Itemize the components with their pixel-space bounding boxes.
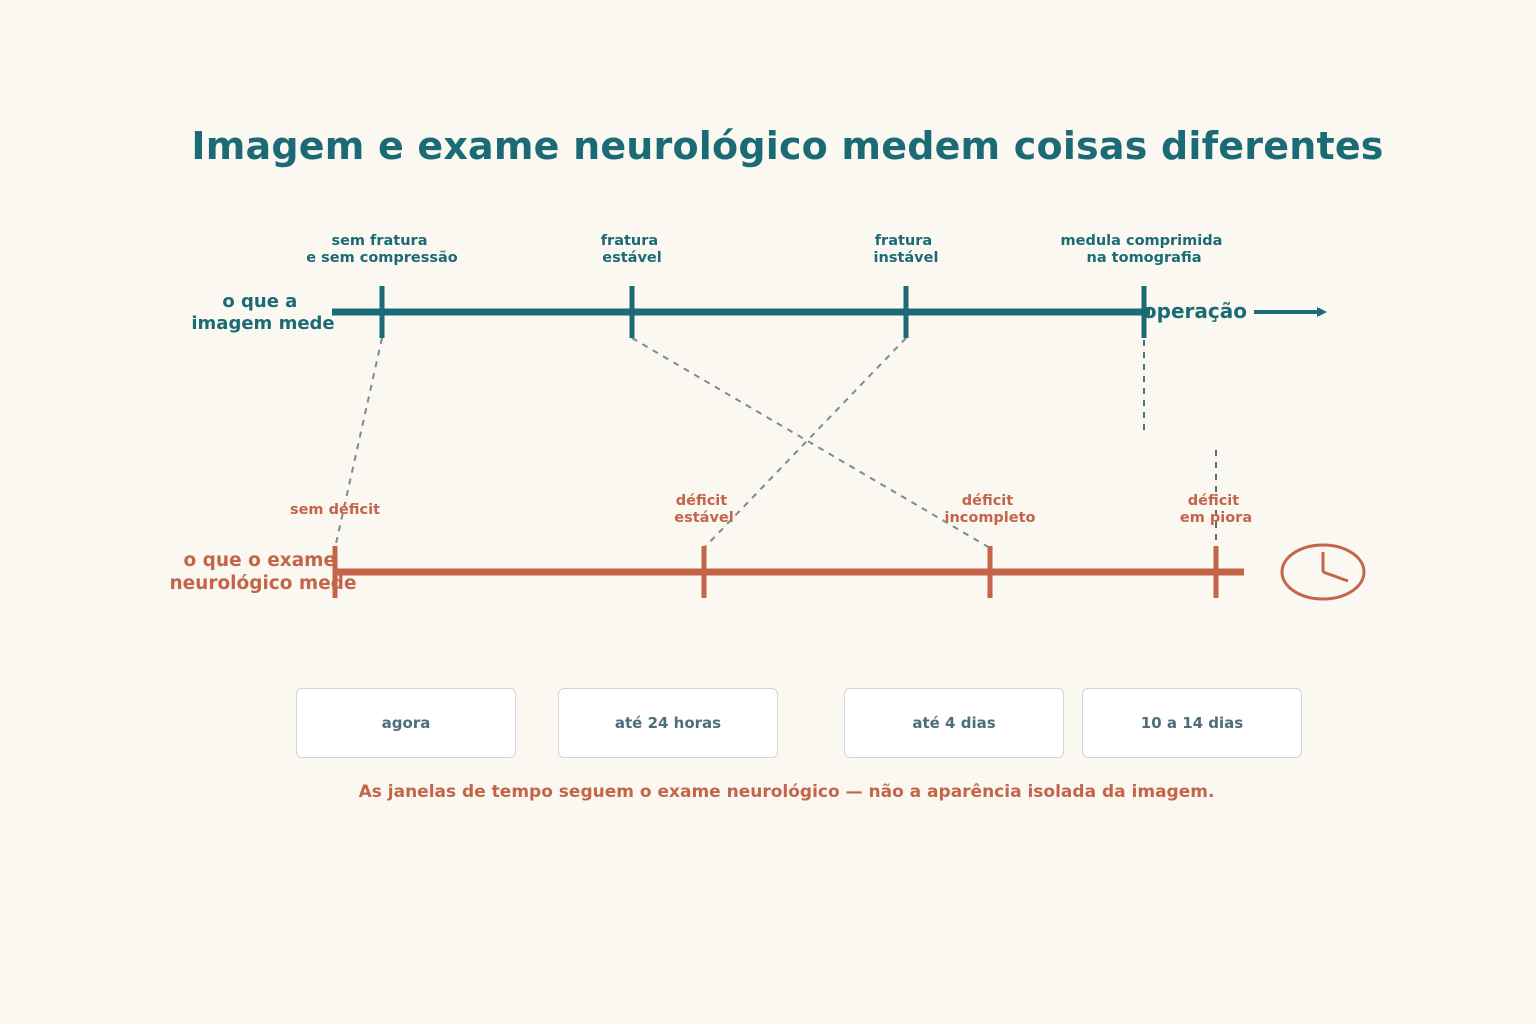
imaging-axis: o que a imagem mede sem fratura e sem co… <box>191 233 1327 338</box>
neuro-marker-label: déficit em piora <box>1180 493 1252 526</box>
neuro-axis-label: o que o exame neurológico mede <box>169 550 356 594</box>
imaging-axis-label: o que a imagem mede <box>191 291 334 334</box>
mapping-line <box>703 337 907 549</box>
footnote: As janelas de tempo seguem o exame neuro… <box>358 782 1215 802</box>
time-window-24h: até 24 horas <box>558 688 778 758</box>
neuro-axis: o que o exame neurológico mede sem défic… <box>169 493 1366 601</box>
neuro-marker-label: déficit estável <box>674 493 733 526</box>
imaging-marker-label: fratura estável <box>601 233 664 266</box>
imaging-marker-label: sem fratura e sem compressão <box>306 233 458 266</box>
time-window-now: agora <box>296 688 516 758</box>
imaging-end-label: operação <box>1143 299 1247 323</box>
imaging-marker-label: fratura instável <box>874 233 939 266</box>
mapping-lines <box>334 337 1217 549</box>
neuro-marker-label: déficit incompleto <box>944 493 1035 526</box>
clock-icon <box>1280 543 1366 601</box>
imaging-marker-label: medula comprimida na tomografia <box>1061 233 1228 266</box>
time-window-10-14d: 10 a 14 dias <box>1082 688 1302 758</box>
neuro-marker-label: sem déficit <box>290 502 380 518</box>
time-window-4d: até 4 dias <box>844 688 1064 758</box>
page-title: Imagem e exame neurológico medem coisas … <box>191 124 1384 168</box>
mapping-line <box>631 337 991 549</box>
